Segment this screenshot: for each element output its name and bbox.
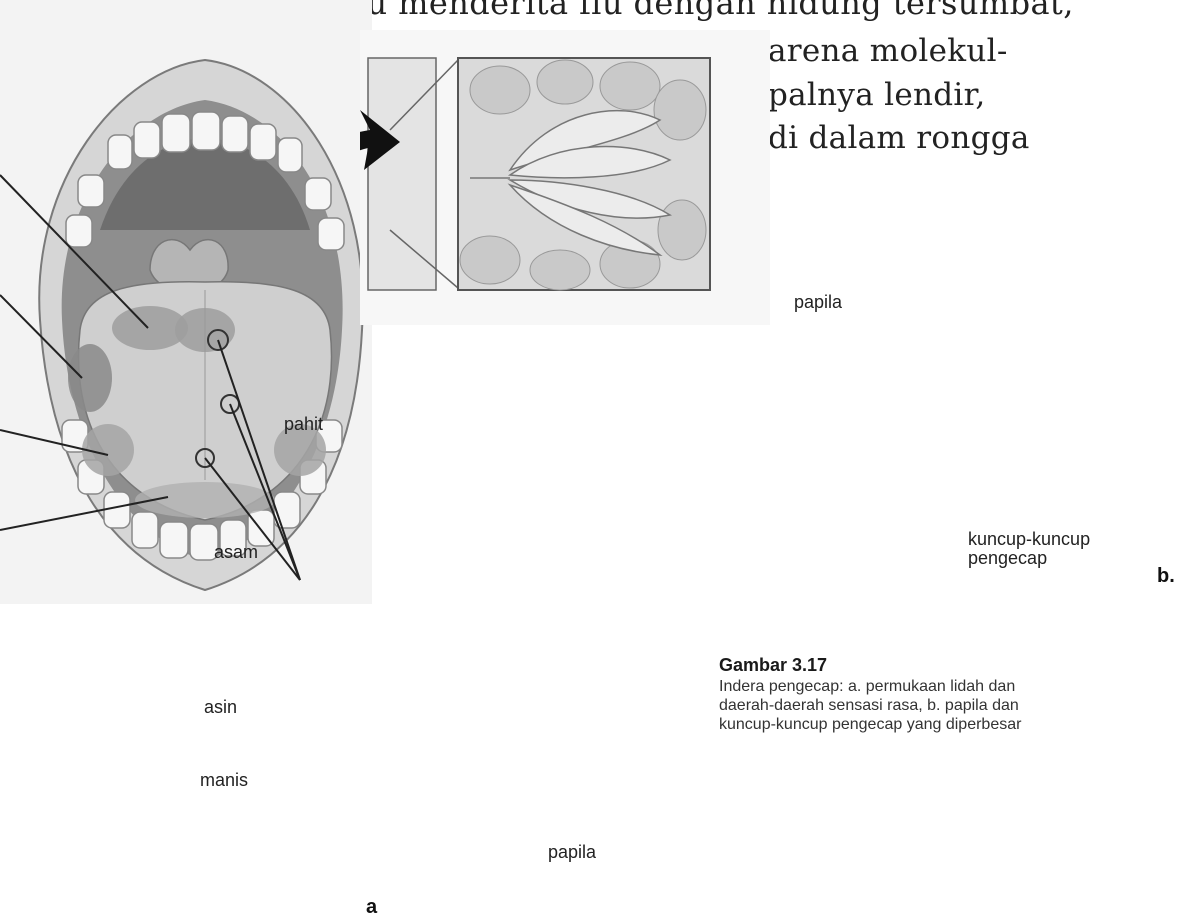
caption-text: Indera pengecap: a. permukaan lidah dan … [719, 677, 1049, 734]
label-figure-b: b. [1157, 565, 1175, 588]
body-text-line-1: arena molekul- [768, 33, 1008, 69]
body-text-line-3: di dalam rongga [768, 120, 1030, 156]
label-papila-a: papila [548, 842, 596, 863]
label-figure-a: a [366, 896, 377, 919]
label-papila-b: papila [794, 292, 842, 313]
label-asin: asin [204, 697, 237, 718]
body-text-line-2: palnya lendir, [768, 77, 986, 113]
label-pahit: pahit [284, 414, 323, 435]
mouth-tongue-illustration [0, 0, 372, 604]
label-manis: manis [200, 770, 248, 791]
caption-title: Gambar 3.17 [719, 655, 827, 676]
label-kuncup-pengecap: kuncup-kuncup pengecap [968, 530, 1090, 568]
label-asam: asam [214, 542, 258, 563]
papila-enlarged-illustration [360, 30, 780, 330]
